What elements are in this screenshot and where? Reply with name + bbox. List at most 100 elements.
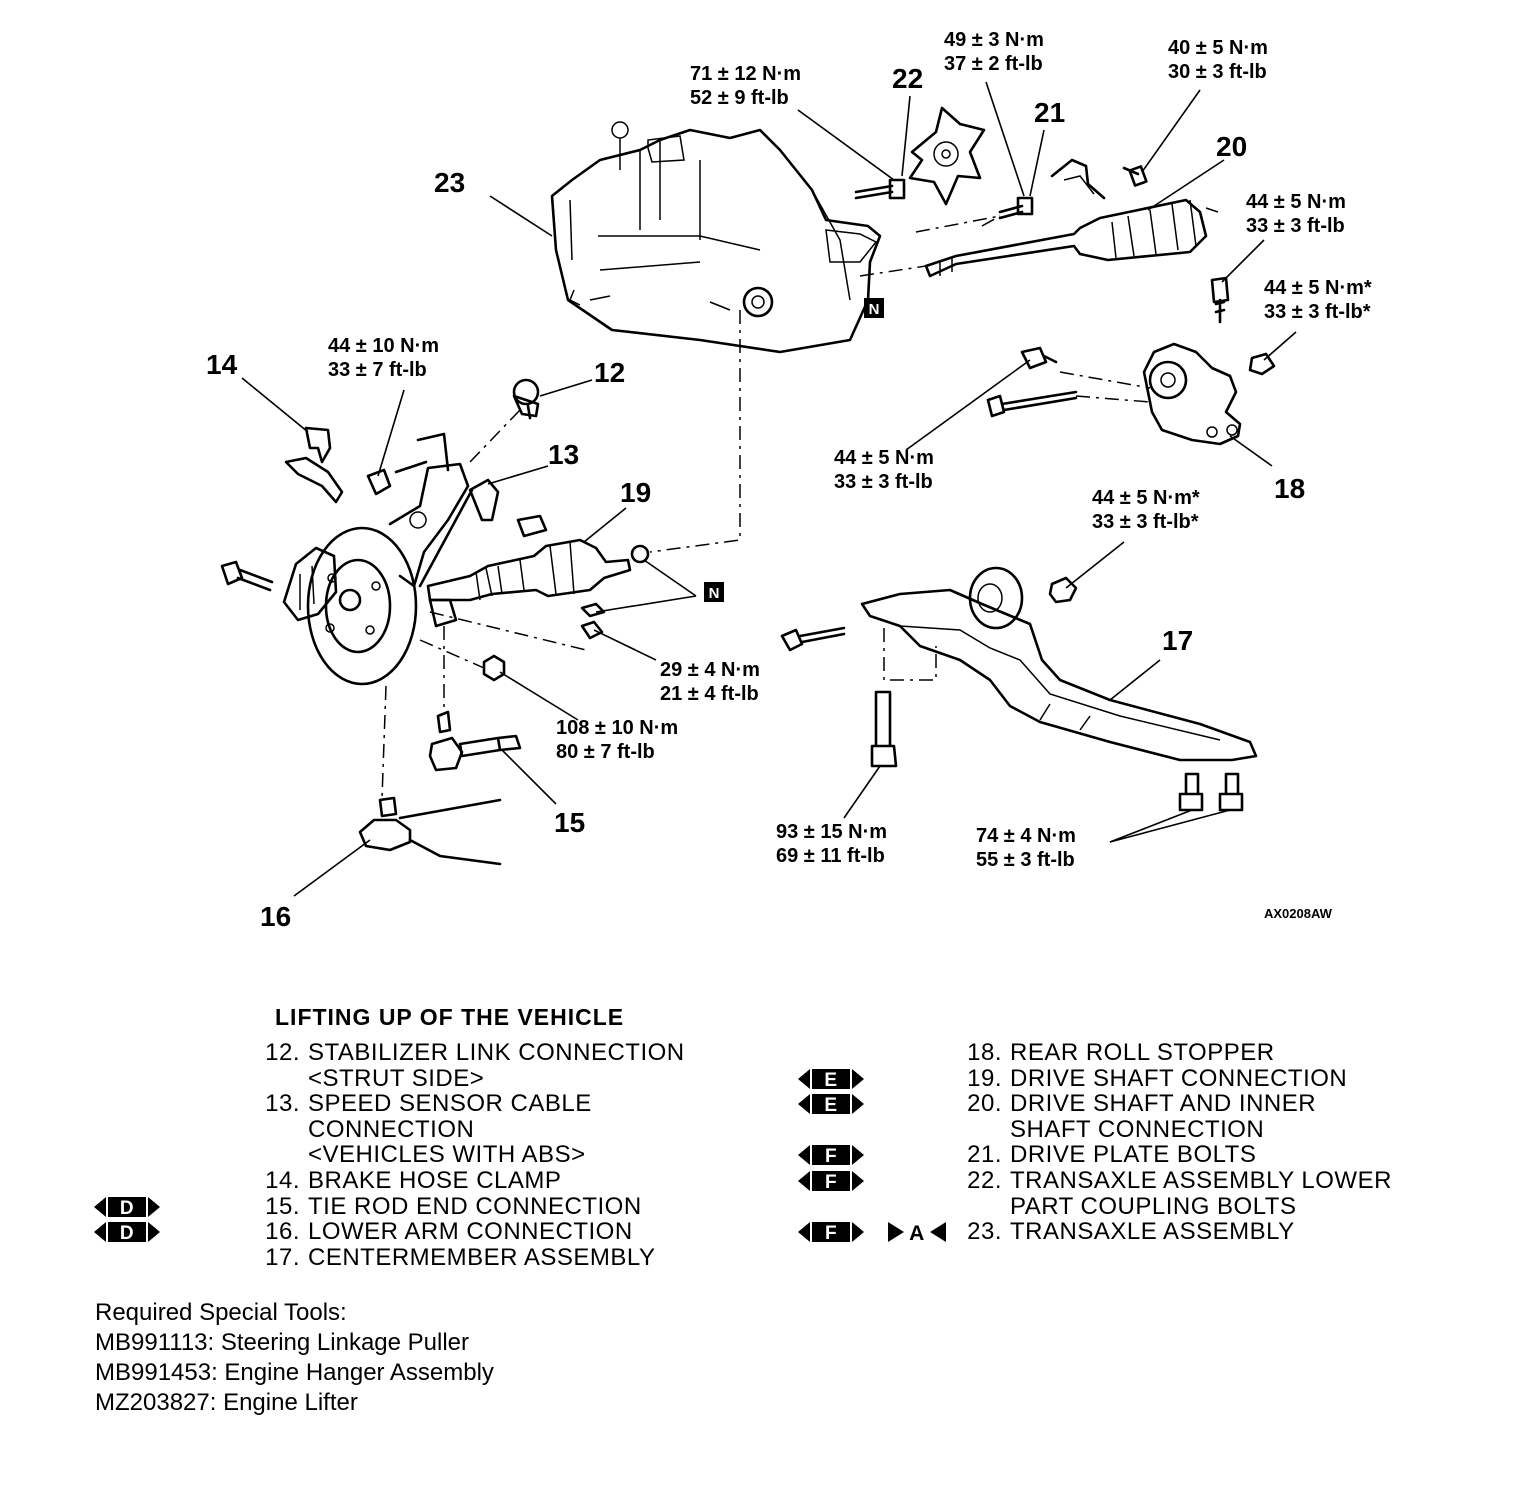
legend-item-text: CONNECTION bbox=[308, 1115, 475, 1143]
torque-label-21: 49 ± 3 N·m 37 ± 2 ft-lb bbox=[944, 29, 1044, 75]
rear-roll-stopper-drawing bbox=[986, 276, 1276, 446]
legend-item-text: LOWER ARM CONNECTION bbox=[308, 1218, 633, 1246]
transaxle-assembly-drawing bbox=[550, 121, 882, 354]
legend-item-number: 23. bbox=[967, 1218, 1002, 1246]
torque-label-18-nut: 44 ± 5 N·m* 33 ± 3 ft-lb* bbox=[1264, 277, 1372, 323]
legend-item-text: TIE ROD END CONNECTION bbox=[308, 1192, 642, 1220]
svg-text:40 ± 5 N·m: 40 ± 5 N·m bbox=[1168, 37, 1268, 59]
special-tool-item: MB991113: Steering Linkage Puller bbox=[95, 1328, 494, 1358]
bolt-22-drawing bbox=[854, 178, 906, 200]
drive-shaft-inner-drawing bbox=[924, 158, 1219, 278]
svg-text:33 ± 7 ft-lb: 33 ± 7 ft-lb bbox=[328, 359, 427, 381]
legend-item-number: 13. bbox=[265, 1090, 300, 1118]
svg-text:49 ± 3 N·m: 49 ± 3 N·m bbox=[944, 29, 1044, 51]
special-tool-item: MB991453: Engine Hanger Assembly bbox=[95, 1358, 494, 1388]
special-tool-code: MB991113: bbox=[95, 1329, 221, 1356]
legend-item-text: DRIVE PLATE BOLTS bbox=[1010, 1141, 1257, 1169]
legend-item-number: 15. bbox=[265, 1192, 300, 1220]
svg-text:69 ± 11 ft-lb: 69 ± 11 ft-lb bbox=[776, 845, 885, 867]
callout-12: 12 bbox=[594, 357, 625, 388]
legend-item-text: PART COUPLING BOLTS bbox=[1010, 1192, 1297, 1220]
svg-text:A: A bbox=[909, 1222, 925, 1244]
svg-text:37 ± 2 ft-lb: 37 ± 2 ft-lb bbox=[944, 53, 1043, 75]
lower-arm-nut-drawing bbox=[482, 654, 506, 682]
svg-text:E: E bbox=[824, 1095, 837, 1116]
callout-17: 17 bbox=[1162, 625, 1193, 656]
legend-item-number: 20. bbox=[967, 1090, 1002, 1118]
legend-item-number: 17. bbox=[265, 1243, 300, 1271]
svg-text:N: N bbox=[869, 301, 880, 318]
svg-text:44 ± 5 N·m: 44 ± 5 N·m bbox=[1246, 191, 1346, 213]
special-tool-name: Engine Lifter bbox=[223, 1389, 358, 1416]
torque-label-22: 71 ± 12 N·m 52 ± 9 ft-lb bbox=[690, 63, 801, 109]
svg-text:71 ± 12 N·m: 71 ± 12 N·m bbox=[690, 63, 801, 85]
torque-label-17-rear-bolts: 74 ± 4 N·m 55 ± 3 ft-lb bbox=[976, 825, 1076, 871]
callout-16: 16 bbox=[260, 901, 291, 932]
procedure-symbol-e: E bbox=[798, 1094, 864, 1116]
legend-item-number: 21. bbox=[967, 1141, 1002, 1169]
svg-text:55 ± 3 ft-lb: 55 ± 3 ft-lb bbox=[976, 849, 1075, 871]
svg-text:80 ± 7 ft-lb: 80 ± 7 ft-lb bbox=[556, 741, 655, 763]
svg-text:E: E bbox=[824, 1070, 837, 1091]
procedure-symbol-d: D bbox=[94, 1222, 160, 1244]
svg-text:108 ± 10 N·m: 108 ± 10 N·m bbox=[556, 717, 678, 739]
special-tools-title: Required Special Tools: bbox=[95, 1299, 347, 1326]
drive-plate-drawing bbox=[908, 106, 986, 206]
procedure-symbol-d: D bbox=[94, 1196, 160, 1219]
legend-item-text: SHAFT CONNECTION bbox=[1010, 1115, 1265, 1143]
callout-13: 13 bbox=[548, 439, 579, 470]
svg-text:F: F bbox=[825, 1223, 837, 1244]
exploded-view-diagram: N N 23 22 21 20 18 14 12 13 19 17 15 16 … bbox=[206, 29, 1372, 932]
svg-text:52 ± 9 ft-lb: 52 ± 9 ft-lb bbox=[690, 87, 789, 109]
lower-arm-line bbox=[381, 685, 387, 799]
callout-15: 15 bbox=[554, 807, 585, 838]
leader-lines bbox=[241, 81, 1297, 897]
legend-title: LIFTING UP OF THE VEHICLE bbox=[275, 1004, 625, 1030]
legend-item-text: SPEED SENSOR CABLE bbox=[308, 1090, 592, 1118]
procedure-symbol-e: E bbox=[798, 1068, 864, 1091]
legend-item-text: DRIVE SHAFT CONNECTION bbox=[1010, 1064, 1348, 1092]
bolt-20-drawing bbox=[1122, 165, 1148, 187]
legend-item-number: 18. bbox=[967, 1039, 1002, 1066]
centermember-drawing bbox=[780, 566, 1258, 812]
svg-text:74 ± 4 N·m: 74 ± 4 N·m bbox=[976, 825, 1076, 847]
hub-bolt-drawing bbox=[220, 560, 274, 592]
callout-19: 19 bbox=[620, 477, 651, 508]
torque-label-20: 40 ± 5 N·m 30 ± 3 ft-lb bbox=[1168, 37, 1268, 83]
callout-14: 14 bbox=[206, 349, 238, 380]
marker-n-upper: N bbox=[864, 298, 884, 318]
svg-text:D: D bbox=[120, 1223, 134, 1244]
torque-label-19: 29 ± 4 N·m 21 ± 4 ft-lb bbox=[660, 659, 760, 705]
torque-label-17-nut: 44 ± 5 N·m* 33 ± 3 ft-lb* bbox=[1092, 487, 1200, 533]
svg-text:N: N bbox=[709, 585, 720, 602]
procedure-symbol-f: F bbox=[798, 1171, 864, 1193]
legend-item-number: 12. bbox=[265, 1039, 300, 1066]
svg-text:21 ± 4 ft-lb: 21 ± 4 ft-lb bbox=[660, 683, 759, 705]
torque-label-17-bolt: 93 ± 15 N·m 69 ± 11 ft-lb bbox=[776, 821, 887, 867]
svg-text:44 ± 5 N·m*: 44 ± 5 N·m* bbox=[1264, 277, 1372, 299]
callout-21: 21 bbox=[1034, 97, 1065, 128]
drive-shaft-outer-drawing bbox=[426, 538, 650, 602]
special-tool-name: Engine Hanger Assembly bbox=[224, 1359, 494, 1386]
marker-n-lower: N bbox=[704, 582, 724, 602]
callout-23: 23 bbox=[434, 167, 465, 198]
legend-item-text: <STRUT SIDE> bbox=[308, 1064, 485, 1092]
svg-text:D: D bbox=[120, 1198, 134, 1219]
special-tool-code: MZ203827: bbox=[95, 1389, 224, 1416]
legend-item-text: DRIVE SHAFT AND INNER bbox=[1010, 1090, 1317, 1118]
drive-plate-line bbox=[915, 215, 1001, 233]
brake-hose-clamp-drawing bbox=[284, 426, 344, 504]
legend-item-text: REAR ROLL STOPPER bbox=[1010, 1039, 1275, 1066]
legend-item-text: STABILIZER LINK CONNECTION bbox=[308, 1039, 685, 1066]
legend-item-text: TRANSAXLE ASSEMBLY bbox=[1010, 1218, 1295, 1246]
tie-rod-end-drawing bbox=[428, 710, 522, 772]
svg-text:F: F bbox=[825, 1146, 837, 1167]
legend-item-text: <VEHICLES WITH ABS> bbox=[308, 1141, 586, 1169]
procedure-symbol-f: F bbox=[798, 1222, 864, 1244]
special-tool-item: MZ203827: Engine Lifter bbox=[95, 1388, 494, 1418]
torque-label-18-through-bolt: 44 ± 5 N·m 33 ± 3 ft-lb bbox=[834, 447, 934, 493]
procedure-symbol-f: F bbox=[798, 1145, 864, 1167]
svg-text:44 ± 10 N·m: 44 ± 10 N·m bbox=[328, 335, 439, 357]
legend-item-text: BRAKE HOSE CLAMP bbox=[308, 1167, 562, 1194]
torque-label-18-bolt: 44 ± 5 N·m 33 ± 3 ft-lb bbox=[1246, 191, 1346, 237]
